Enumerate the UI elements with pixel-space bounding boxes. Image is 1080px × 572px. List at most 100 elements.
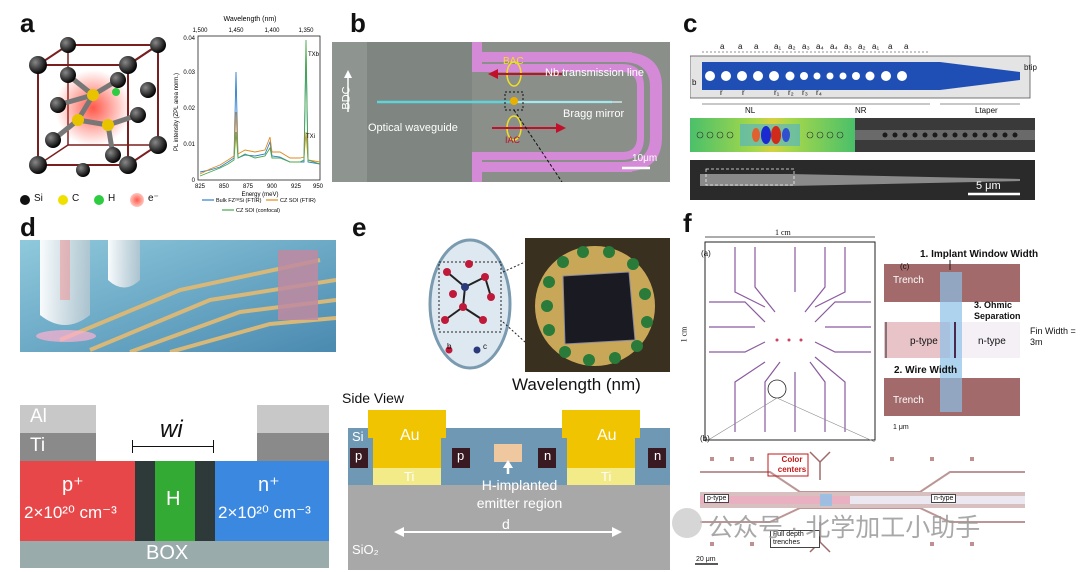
atom-b-label: b (447, 342, 452, 351)
y-tick: 0.02 (183, 106, 195, 112)
chip-layout-overview (704, 236, 876, 442)
label-ltaper: Ltaper (975, 106, 998, 115)
legend-c: C (72, 193, 80, 204)
ti-layer-left (20, 433, 96, 461)
side-view-cross-section (348, 410, 670, 570)
twenty-um-label: 20 μm (696, 556, 716, 563)
n-label-right: n (654, 448, 662, 463)
n-label-left: n (544, 448, 552, 463)
spectrum-bulk-fz (199, 51, 321, 173)
wi-tick-left (132, 440, 133, 453)
trench-top-label: Trench (893, 275, 924, 286)
panel-f-letter: f (683, 208, 692, 238)
sem-image-cavity (855, 118, 1035, 152)
p-type-label-b: p-type (704, 494, 730, 503)
label-a: a (754, 42, 759, 51)
label-r3: r₃ (802, 88, 808, 97)
fin-width-label: Fin Width = 3m (1030, 326, 1076, 347)
sample-and-lattice-image (428, 238, 670, 372)
al-layer-left (20, 405, 96, 433)
y-tick: 0.03 (183, 70, 195, 76)
atom-c-label: c (483, 342, 487, 351)
fiber-coupled-device-render (20, 240, 336, 352)
field-simulation-map (690, 118, 855, 152)
optical-waveguide-label: Optical waveguide (368, 122, 458, 134)
panel-e-letter: e (352, 212, 367, 242)
one-cm-top-label: 1 cm (775, 228, 791, 237)
device-geometry-schematic (884, 260, 1020, 416)
electron-dot-icon (130, 193, 144, 207)
label-r2: r₂ (788, 88, 794, 97)
x-tick: 825 (195, 184, 206, 190)
wi-tick-right (213, 440, 214, 453)
iac-label: IAC (505, 135, 521, 145)
peak-label-txb: TXb (308, 52, 320, 58)
panel-b-letter: b (350, 8, 366, 38)
legend-cz-soi-ftir: CZ SOI (FTIR) (280, 198, 316, 204)
al-layer-right (257, 405, 329, 433)
legend-si: Si (34, 193, 43, 204)
ti-label: Ti (30, 435, 46, 456)
ti-label-left: Ti (404, 469, 415, 484)
label-a1: a₁ (774, 42, 782, 51)
h-region (155, 461, 195, 541)
scale-bar-b: 10μm (632, 153, 658, 164)
x-tick: 900 (267, 184, 278, 190)
x-tick: 950 (313, 184, 324, 190)
ti-label-right: Ti (601, 469, 612, 484)
trench-bottom-label: Trench (893, 395, 924, 406)
panel-a-letter: a (20, 8, 35, 38)
photonic-crystal-cavity-schematic (690, 51, 1031, 105)
x-tick: 875 (243, 184, 254, 190)
top-tick: 1,450 (228, 28, 244, 34)
top-tick: 1,400 (264, 28, 280, 34)
label-r4: r₄ (816, 88, 822, 97)
sem-image-taper (690, 160, 1035, 200)
label-a: a (888, 42, 893, 51)
label-r: r (720, 88, 723, 97)
label-a4: a₄ (830, 42, 838, 51)
x-tick: 925 (291, 184, 302, 190)
p-label-left: p (355, 448, 363, 463)
crystal-legend: Si C H e⁻ (20, 193, 170, 209)
bac-label: BAC (503, 56, 524, 67)
watermark-text: 公众号 · 北学加工小助手 (708, 514, 981, 542)
y-tick: 0.01 (183, 142, 195, 148)
subpanel-c-label: (c) (900, 262, 910, 271)
au-label-right: Au (597, 427, 617, 444)
scale-bar-c: 5 μm (976, 180, 1001, 192)
p-doping-label: 2×10²⁰ cm⁻³ (24, 503, 117, 522)
legend-electron: e⁻ (148, 193, 159, 204)
top-tick: 1,500 (192, 28, 208, 34)
wechat-logo-icon (672, 508, 702, 538)
label-nr: NR (855, 106, 867, 115)
y-tick: 0 (192, 178, 196, 184)
top-tick: 1,350 (298, 28, 314, 34)
color-centers-label: Color centers (777, 455, 807, 474)
cavity-labels: a a a a₁ a₂ a₃ a₄ a₄ a₃ a₂ a₁ a a b btip… (690, 38, 1037, 118)
p-label-right: p (457, 448, 465, 463)
label-b: b (692, 78, 697, 87)
label-r1: r₁ (774, 88, 780, 97)
legend-cz-soi-confocal: CZ SOI (confocal) (236, 208, 280, 214)
ohmic-separation-label: 3. Ohmic Separation (974, 300, 1021, 321)
label-a: a (720, 42, 725, 51)
side-view-label: Side View (342, 390, 405, 406)
al-label: Al (30, 406, 47, 427)
si-dot-icon (20, 195, 30, 205)
bdc-label: BDC (340, 86, 353, 110)
legend-h: H (108, 193, 116, 204)
wire-width-label: 2. Wire Width (894, 365, 958, 376)
y-axis-label: PL intensity (ZPL area norm.) (174, 73, 180, 151)
implant-window-label: 1. Implant Window Width (920, 249, 1039, 260)
label-r: r (742, 88, 745, 97)
sio2-label: SiO₂ (352, 542, 379, 557)
y-tick: 0.04 (183, 36, 195, 42)
p-type-label-c: p-type (910, 336, 938, 347)
label-a: a (904, 42, 909, 51)
nb-transmission-line-label: Nb transmission line (545, 67, 645, 79)
subpanel-b-label: (b) (700, 434, 710, 443)
h-dot-icon (94, 195, 104, 205)
label-a2: a₂ (858, 42, 866, 51)
sem-image-waveguide (332, 42, 670, 182)
